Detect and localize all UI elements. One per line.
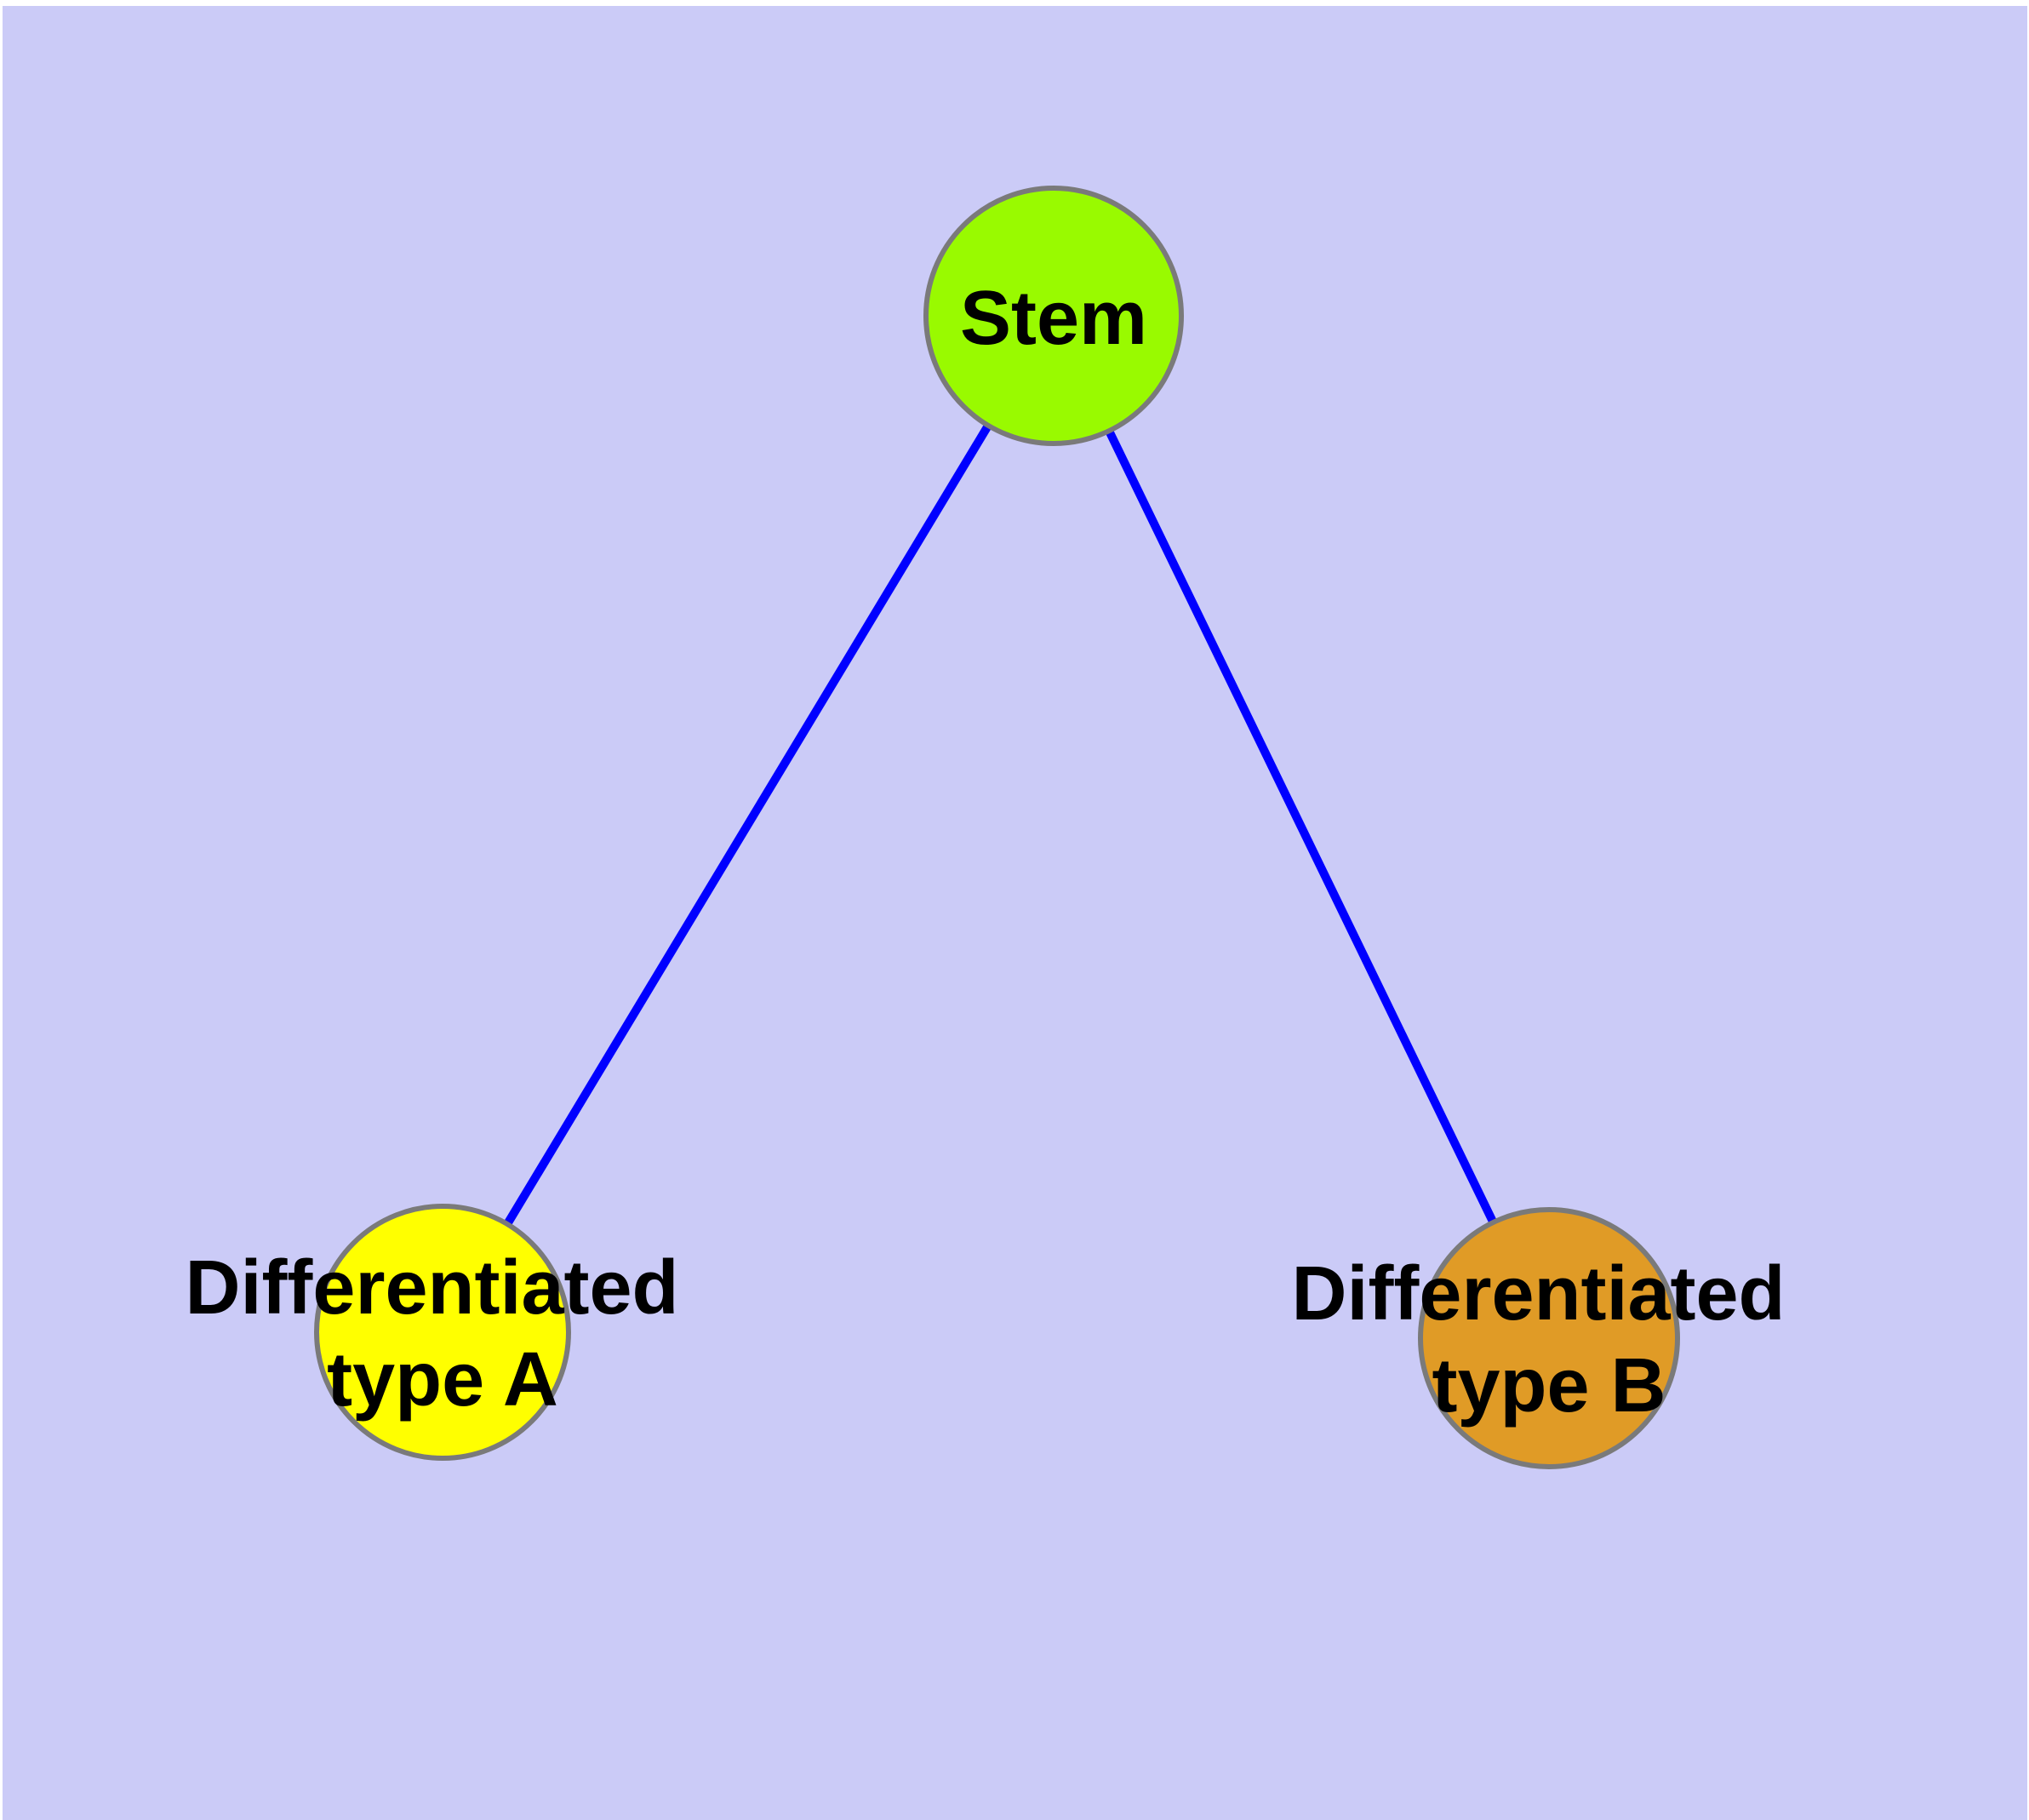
node-type-b-label: Differentiated type B bbox=[1291, 1251, 1806, 1428]
node-type-b-label-line2: type B bbox=[1432, 1343, 1666, 1428]
node-differentiated-type-b bbox=[1418, 1207, 1680, 1469]
node-type-a-label-line1: Differentiated bbox=[185, 1245, 678, 1331]
node-stem bbox=[923, 186, 1184, 446]
node-stem-label: Stem bbox=[960, 276, 1147, 361]
node-type-a-label-line2: type A bbox=[327, 1337, 558, 1422]
node-differentiated-type-a bbox=[314, 1204, 571, 1461]
node-type-a-label: Differentiated type A bbox=[185, 1245, 700, 1422]
edge-stem-to-type-a bbox=[503, 423, 992, 1227]
edge-stem-to-type-b bbox=[1105, 428, 1497, 1224]
node-type-b-label-line1: Differentiated bbox=[1291, 1251, 1785, 1336]
